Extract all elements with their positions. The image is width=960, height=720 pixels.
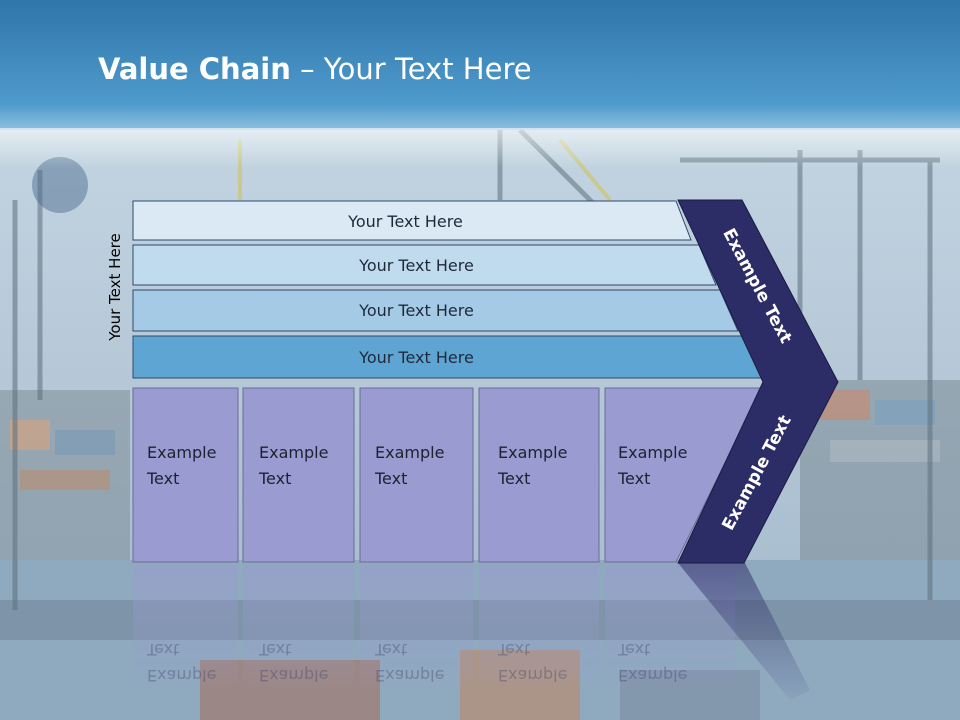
- box-2: Example Text: [245, 388, 354, 562]
- title-bold: Value Chain: [98, 52, 291, 86]
- band-4-label: Your Text Here: [359, 347, 474, 367]
- title-rest: – Your Text Here: [290, 52, 532, 86]
- box-1-label: Example Text: [147, 443, 217, 488]
- band-3: Your Text Here: [133, 290, 700, 331]
- band-1: Your Text Here: [133, 201, 678, 241]
- box-shape-3: [359, 387, 474, 563]
- box-4-label: Example Text: [498, 443, 568, 488]
- band-shape-2: [132, 244, 717, 286]
- box-shape-1: [132, 387, 239, 563]
- slide-title: Value Chain – Your Text Here: [98, 52, 532, 86]
- box-5-label: Example Text: [618, 443, 688, 488]
- box-shape-4: [478, 387, 600, 563]
- chevron-arrow: [677, 199, 839, 564]
- band-3-label: Your Text Here: [359, 301, 474, 320]
- box-shape-2: [242, 387, 355, 563]
- band-2: Your Text Here: [133, 245, 700, 285]
- box-2-label: Example Text: [259, 443, 329, 488]
- box-shape-5: [604, 387, 763, 563]
- box-3: Example Text: [361, 388, 473, 562]
- band-1-label: Your Text Here: [348, 211, 463, 231]
- box-5: Example Text: [604, 388, 714, 562]
- box-3-label: Example Text: [375, 443, 445, 488]
- band-shape-3: [132, 289, 739, 332]
- box-4: Example Text: [484, 388, 599, 562]
- box-1: Example Text: [133, 388, 238, 562]
- band-4: Your Text Here: [133, 336, 700, 378]
- band-2-label: Your Text Here: [359, 255, 474, 275]
- band-shape-1: [132, 200, 692, 241]
